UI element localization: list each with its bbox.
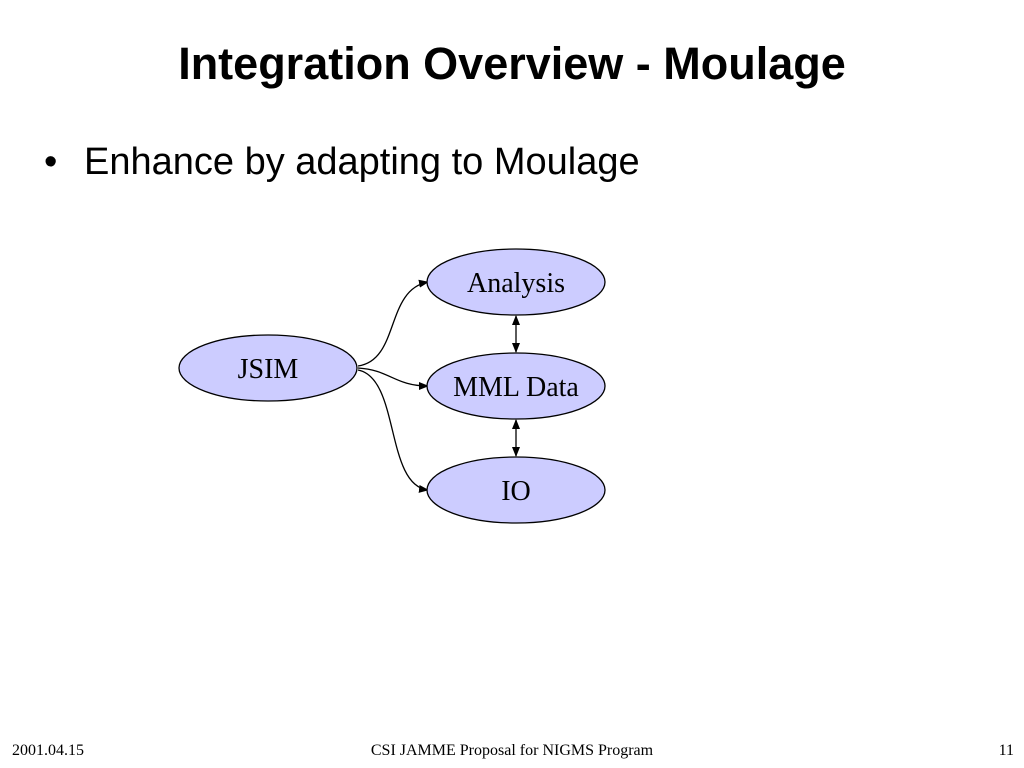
node-mml-data: MML Data xyxy=(426,352,606,420)
node-jsim: JSIM xyxy=(178,334,358,402)
node-analysis: Analysis xyxy=(426,248,606,316)
node-io: IO xyxy=(426,456,606,524)
footer-page-number: 11 xyxy=(998,742,1014,759)
edge-jsim-io xyxy=(357,369,429,493)
node-io-label: IO xyxy=(501,476,531,507)
footer-date: 2001.04.15 xyxy=(12,742,84,759)
edge-jsim-mml-data xyxy=(357,367,429,390)
bullet-item: • Enhance by adapting to Moulage xyxy=(44,138,640,186)
bullet-dot-icon: • xyxy=(44,141,58,183)
edge-jsim-analysis xyxy=(357,279,429,367)
node-analysis-label: Analysis xyxy=(467,268,565,299)
slide-title: Integration Overview - Moulage xyxy=(178,38,846,89)
footer-title: CSI JAMME Proposal for NIGMS Program xyxy=(370,742,654,759)
node-jsim-label: JSIM xyxy=(238,354,299,385)
node-mml-data-label: MML Data xyxy=(453,372,579,403)
bullet-text: Enhance by adapting to Moulage xyxy=(84,141,640,183)
